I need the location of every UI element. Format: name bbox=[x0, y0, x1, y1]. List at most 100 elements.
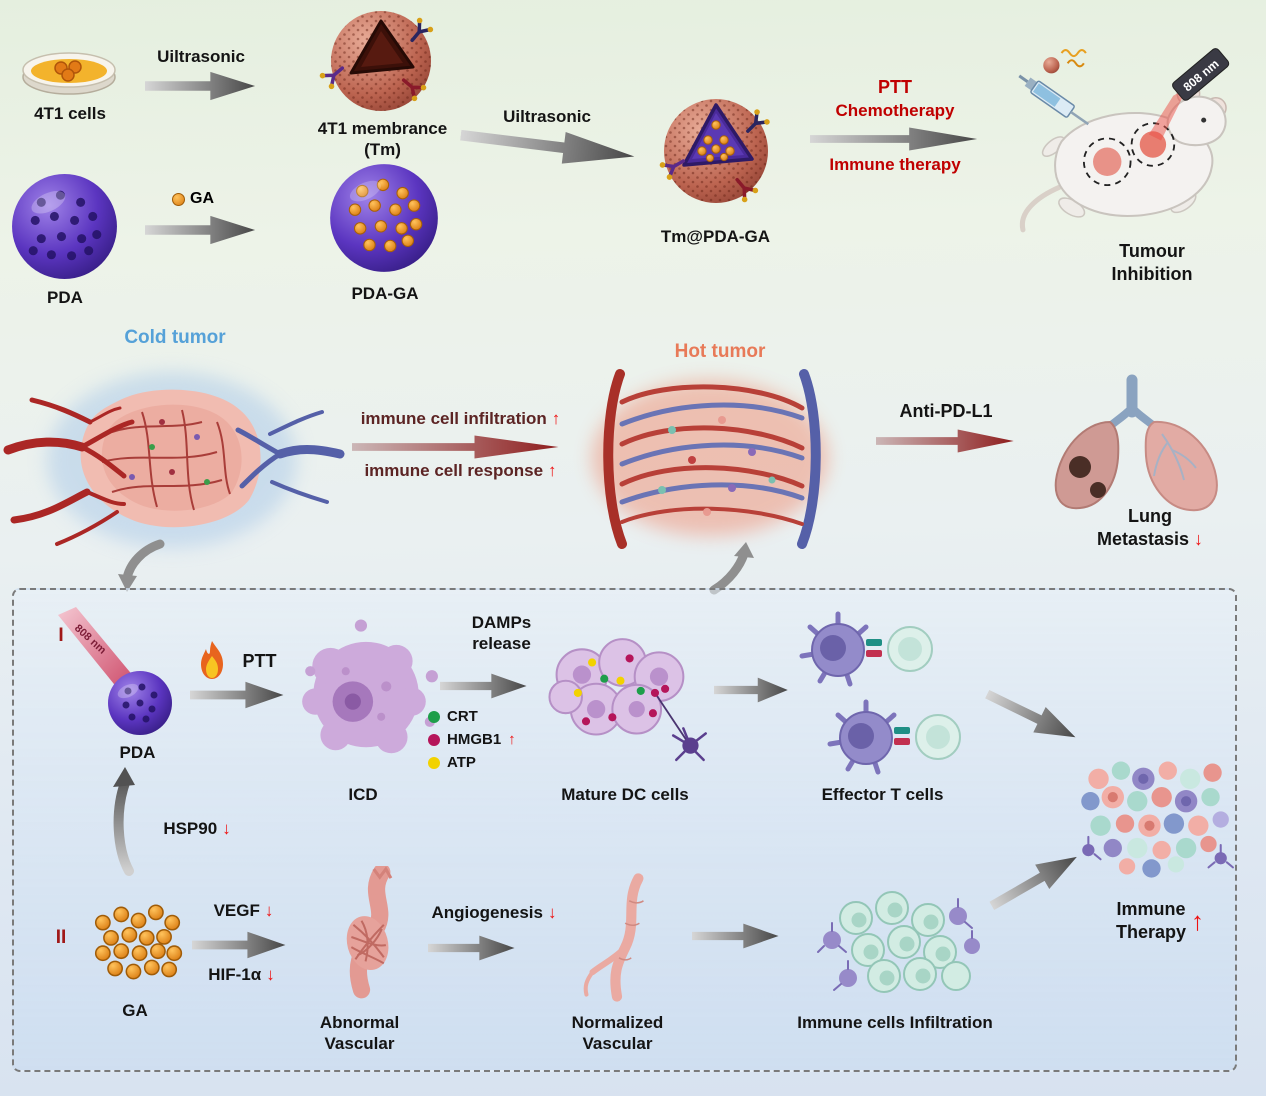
effector-t-label: Effector T cells bbox=[821, 785, 944, 804]
ga-dot-icon bbox=[172, 192, 185, 206]
right-lung bbox=[1144, 420, 1218, 512]
hsp90-label: HSP90 ↓ bbox=[163, 819, 231, 838]
curved-arrow-up-icon bbox=[709, 542, 754, 595]
section-1-numeral: I bbox=[58, 625, 64, 646]
vegf-label: VEGF ↓ bbox=[213, 901, 274, 920]
down-arrow-glyph: ↓ bbox=[222, 819, 231, 838]
antibody-icon bbox=[410, 17, 434, 43]
legend-row-hmgb1: HMGB1 ↑ bbox=[428, 731, 516, 748]
syringe-icon bbox=[1018, 74, 1090, 126]
mouse-tail bbox=[1019, 184, 1063, 233]
vegf-arrow bbox=[192, 930, 287, 960]
antibody-icon bbox=[746, 109, 770, 133]
cold-tumor-label: Cold tumor bbox=[124, 327, 226, 348]
membrane-label: 4T1 membrance (Tm) bbox=[317, 119, 448, 160]
hmgb1-dot-icon bbox=[428, 733, 440, 746]
dc-to-t-arrow bbox=[714, 676, 789, 704]
icd-cell-illustration bbox=[302, 619, 438, 754]
down-arrow-glyph: ↓ bbox=[264, 901, 274, 920]
immune-cells-infiltration-illustration bbox=[817, 891, 980, 993]
ga-chip: GA bbox=[172, 190, 214, 208]
tumor-marker-circle bbox=[1130, 122, 1176, 167]
curved-arrow-down-icon bbox=[118, 539, 165, 592]
cells-label: 4T1 cells bbox=[34, 104, 106, 123]
cold-tumor-illustration bbox=[3, 372, 345, 548]
tm-pda-ga-label: Tm@PDA-GA bbox=[660, 227, 771, 246]
hot-tumor-illustration bbox=[592, 369, 828, 549]
normalized-vascular-illustration bbox=[583, 873, 644, 1002]
metastasis-spot bbox=[1090, 482, 1106, 498]
down-arrow-glyph: ↓ bbox=[547, 903, 557, 922]
flame-icon bbox=[201, 641, 223, 679]
mouse-head bbox=[1166, 95, 1227, 147]
anti-pdl1-arrow bbox=[876, 428, 1016, 454]
pda-panel-label: PDA bbox=[119, 743, 156, 762]
hsp90-up-arrow bbox=[113, 767, 135, 876]
damps-label: DAMPs release bbox=[471, 613, 532, 654]
tm-pda-ga-sphere bbox=[659, 99, 770, 203]
chemotherapy-label: Chemotherapy bbox=[835, 101, 955, 120]
hif-label: HIF-1α ↓ bbox=[208, 965, 275, 984]
ga-cluster-illustration bbox=[94, 904, 183, 980]
mouse-illustration: 808 nm bbox=[1018, 48, 1230, 233]
therapy-arrow bbox=[810, 126, 980, 152]
damps-arrow bbox=[440, 672, 528, 700]
pda-label: PDA bbox=[47, 288, 83, 307]
laser-beam bbox=[1148, 87, 1188, 141]
ultrasonic2-label: Uiltrasonic bbox=[503, 107, 591, 126]
infiltration-arrow bbox=[352, 434, 562, 460]
down-arrow-glyph: ↓ bbox=[1194, 528, 1204, 549]
dendritic-cell-icon bbox=[671, 727, 707, 762]
nanoparticle-icon bbox=[1043, 57, 1060, 74]
laser-beam bbox=[58, 607, 134, 689]
antibody-icon bbox=[735, 177, 759, 203]
abnormal-vascular-illustration bbox=[346, 866, 393, 999]
ptt-arrow bbox=[190, 680, 285, 710]
laser-icon: 808 nm bbox=[1172, 48, 1230, 101]
mature-dc-cells-illustration bbox=[548, 638, 707, 762]
tumour-inhibition-label: Tumour Inhibition bbox=[1111, 241, 1193, 284]
metastasis-spot bbox=[1069, 456, 1091, 478]
section-2-numeral: II bbox=[55, 927, 67, 948]
lung-metastasis-label: Lung Metastasis ↓ bbox=[1096, 506, 1204, 549]
molecule-squiggle bbox=[1066, 59, 1085, 68]
antibody-icon bbox=[319, 66, 345, 90]
up-arrow-glyph: ↑ bbox=[1191, 905, 1205, 936]
legend-row-crt: CRT bbox=[428, 708, 516, 725]
petri-dish bbox=[22, 52, 116, 95]
immune-therapy-top-label: Immune therapy bbox=[829, 155, 961, 174]
ultrasonic1-label: Uiltrasonic bbox=[157, 47, 245, 66]
molecule-squiggle bbox=[1060, 49, 1087, 58]
immune-infiltration-label: Immune cells Infiltration bbox=[797, 1013, 993, 1032]
mature-dc-label: Mature DC cells bbox=[561, 785, 689, 804]
angiogenesis-label: Angiogenesis ↓ bbox=[431, 903, 557, 922]
hot-tumor-label: Hot tumor bbox=[674, 341, 766, 362]
anti-pdl1-label: Anti-PD-L1 bbox=[899, 401, 993, 421]
ultrasonic1-arrow bbox=[145, 70, 257, 102]
damps-legend: CRT HMGB1 ↑ ATP bbox=[428, 708, 516, 777]
vascular-to-immune-arrow bbox=[692, 922, 780, 950]
up-arrow-glyph: ↑ bbox=[508, 731, 516, 748]
pda-laser-illustration: 808 nm bbox=[58, 607, 172, 735]
ga-arrow bbox=[145, 214, 257, 246]
angiogenesis-arrow bbox=[428, 934, 516, 962]
tm-sphere bbox=[319, 11, 434, 111]
effector-t-cells-illustration bbox=[799, 611, 975, 778]
atp-dot-icon bbox=[428, 756, 440, 769]
ptt-panel-label: PTT bbox=[242, 651, 277, 671]
lungs-illustration bbox=[1054, 374, 1218, 512]
immune-cluster-illustration bbox=[1081, 761, 1234, 878]
ptt-top-label: PTT bbox=[878, 77, 912, 97]
tumor-marker-circle bbox=[1082, 137, 1132, 187]
response-label: immune cell response ↑ bbox=[364, 461, 557, 480]
pda-sphere bbox=[12, 174, 117, 279]
pda-ga-label: PDA-GA bbox=[351, 284, 419, 303]
icd-label: ICD bbox=[348, 785, 378, 804]
up-arrow-glyph: ↑ bbox=[551, 409, 561, 428]
antibody-icon bbox=[401, 78, 427, 102]
pda-ga-sphere bbox=[330, 164, 438, 272]
down-arrow-glyph: ↓ bbox=[266, 965, 275, 984]
mouse-eye bbox=[1201, 117, 1207, 123]
normalized-vascular-label: Normalized Vascular bbox=[571, 1013, 664, 1054]
